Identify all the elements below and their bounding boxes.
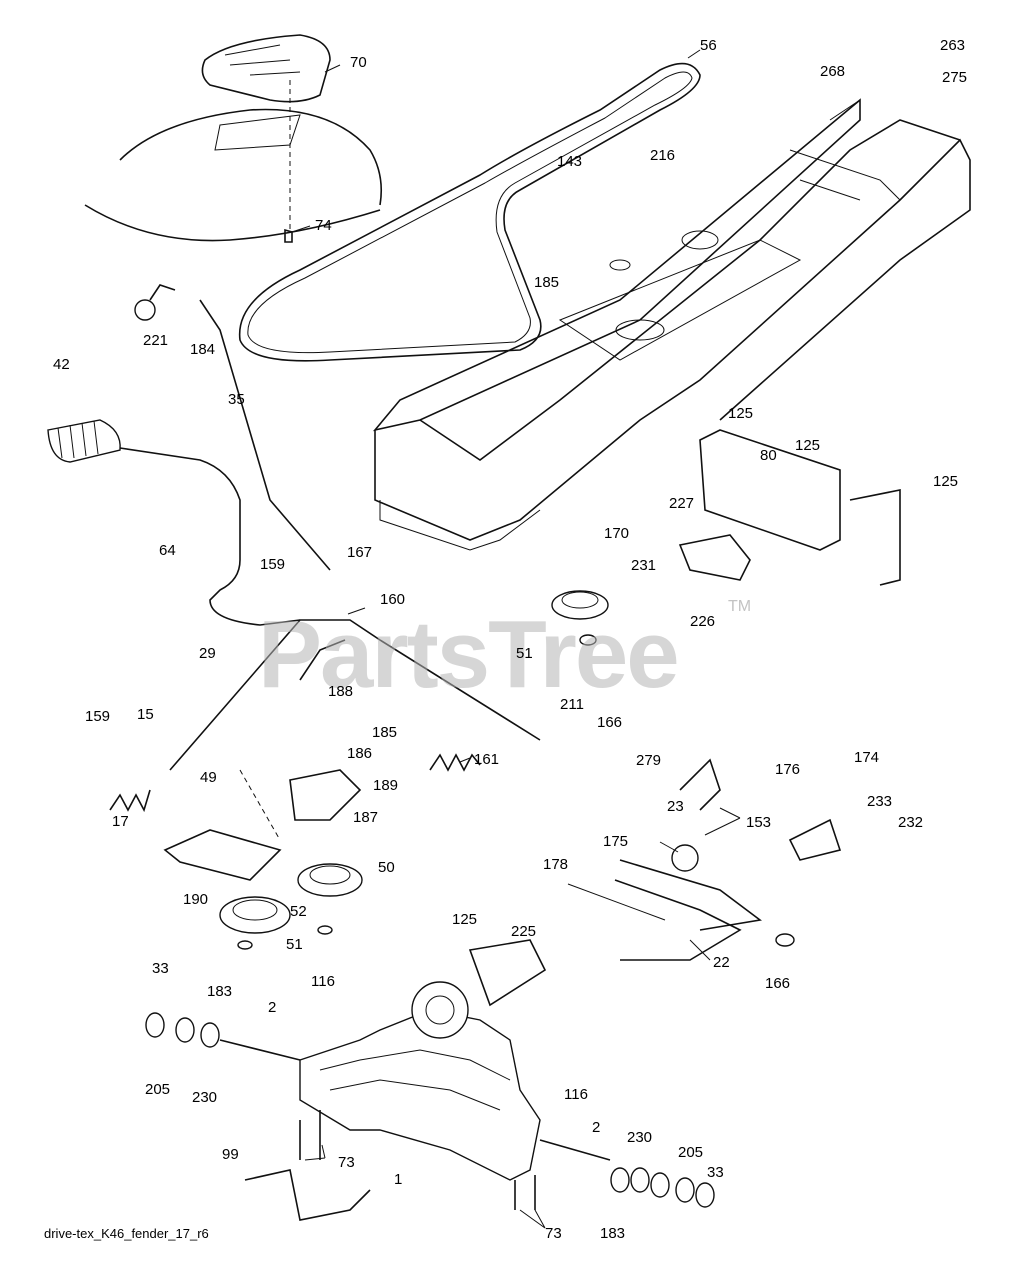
part-label-2-a[interactable]: 2 — [268, 999, 277, 1016]
part-label-52[interactable]: 52 — [290, 903, 307, 920]
part-label-185-lower[interactable]: 185 — [372, 724, 398, 741]
part-label-263[interactable]: 263 — [940, 37, 966, 54]
brackets — [163, 429, 901, 1007]
part-label-51-a[interactable]: 51 — [516, 645, 533, 662]
part-label-42[interactable]: 42 — [53, 356, 70, 373]
part-label-125-c[interactable]: 125 — [933, 473, 959, 490]
tractor-frame — [372, 98, 971, 551]
part-label-183-a[interactable]: 183 — [207, 983, 233, 1000]
part-label-159-a[interactable]: 159 — [260, 556, 286, 573]
part-label-74[interactable]: 74 — [315, 217, 332, 234]
part-label-143[interactable]: 143 — [557, 153, 583, 170]
part-label-268[interactable]: 268 — [820, 63, 846, 80]
part-label-216[interactable]: 216 — [650, 147, 676, 164]
part-label-275[interactable]: 275 — [942, 69, 968, 86]
pulleys — [219, 590, 609, 950]
watermark: PartsTree — [258, 601, 680, 708]
part-label-125-d[interactable]: 125 — [452, 911, 478, 928]
leader-lines — [291, 49, 741, 1229]
part-label-187[interactable]: 187 — [353, 809, 379, 826]
part-label-178[interactable]: 178 — [543, 856, 569, 873]
part-label-175[interactable]: 175 — [603, 833, 629, 850]
part-label-230-b[interactable]: 230 — [627, 1129, 653, 1146]
part-label-225[interactable]: 225 — [511, 923, 537, 940]
part-label-33-b[interactable]: 33 — [707, 1164, 724, 1181]
part-label-188[interactable]: 188 — [328, 683, 354, 700]
part-label-64[interactable]: 64 — [159, 542, 176, 559]
part-label-190[interactable]: 190 — [183, 891, 209, 908]
part-label-161[interactable]: 161 — [474, 751, 500, 768]
transaxle — [145, 981, 715, 1221]
part-label-50[interactable]: 50 — [378, 859, 395, 876]
lift-assembly — [614, 758, 842, 961]
part-label-35[interactable]: 35 — [228, 391, 245, 408]
part-label-2-b[interactable]: 2 — [592, 1119, 601, 1136]
trademark-mark: TM — [728, 598, 752, 615]
part-label-15[interactable]: 15 — [137, 706, 154, 723]
part-label-56[interactable]: 56 — [700, 37, 717, 54]
part-label-49[interactable]: 49 — [200, 769, 217, 786]
part-label-170[interactable]: 170 — [604, 525, 630, 542]
part-label-23[interactable]: 23 — [667, 798, 684, 815]
part-label-189[interactable]: 189 — [373, 777, 399, 794]
part-label-166-a[interactable]: 166 — [597, 714, 623, 731]
part-label-211[interactable]: 211 — [560, 696, 584, 713]
part-label-186[interactable]: 186 — [347, 745, 373, 762]
part-label-205-a[interactable]: 205 — [145, 1081, 171, 1098]
part-label-51-b[interactable]: 51 — [286, 936, 303, 953]
part-label-174[interactable]: 174 — [854, 749, 880, 766]
part-label-22[interactable]: 22 — [713, 954, 730, 971]
part-label-166-b[interactable]: 166 — [765, 975, 791, 992]
part-label-159-b[interactable]: 159 — [85, 708, 111, 725]
part-label-116-a[interactable]: 116 — [311, 973, 335, 990]
part-label-70[interactable]: 70 — [350, 54, 367, 71]
part-label-185-upper[interactable]: 185 — [534, 274, 560, 291]
part-label-73-a[interactable]: 73 — [338, 1154, 355, 1171]
part-label-183-b[interactable]: 183 — [600, 1225, 626, 1242]
part-label-99[interactable]: 99 — [222, 1146, 239, 1163]
part-label-230-a[interactable]: 230 — [192, 1089, 218, 1106]
part-label-125-b[interactable]: 125 — [795, 437, 821, 454]
part-label-184[interactable]: 184 — [190, 341, 216, 358]
part-label-221[interactable]: 221 — [143, 332, 169, 349]
part-label-167[interactable]: 167 — [347, 544, 373, 561]
part-label-160[interactable]: 160 — [380, 591, 406, 608]
part-label-17[interactable]: 17 — [112, 813, 129, 830]
part-label-232[interactable]: 232 — [898, 814, 924, 831]
fender-shroud — [84, 34, 383, 243]
springs — [109, 753, 481, 813]
part-label-80[interactable]: 80 — [760, 447, 777, 464]
part-label-33-a[interactable]: 33 — [152, 960, 169, 977]
part-label-227[interactable]: 227 — [669, 495, 695, 512]
part-label-233[interactable]: 233 — [867, 793, 893, 810]
part-label-279[interactable]: 279 — [636, 752, 662, 769]
part-label-116-b[interactable]: 116 — [564, 1086, 588, 1103]
part-label-73-b[interactable]: 73 — [545, 1225, 562, 1242]
part-label-29[interactable]: 29 — [199, 645, 216, 662]
part-label-153[interactable]: 153 — [746, 814, 772, 831]
drive-belt — [238, 62, 701, 362]
part-label-226[interactable]: 226 — [690, 613, 716, 630]
part-label-205-b[interactable]: 205 — [678, 1144, 704, 1161]
part-label-231[interactable]: 231 — [631, 557, 657, 574]
part-label-125-a[interactable]: 125 — [728, 405, 754, 422]
part-label-1[interactable]: 1 — [394, 1171, 403, 1188]
part-label-176[interactable]: 176 — [775, 761, 801, 778]
lever-and-rods — [47, 284, 541, 771]
diagram-filename: drive-tex_K46_fender_17_r6 — [44, 1226, 209, 1241]
